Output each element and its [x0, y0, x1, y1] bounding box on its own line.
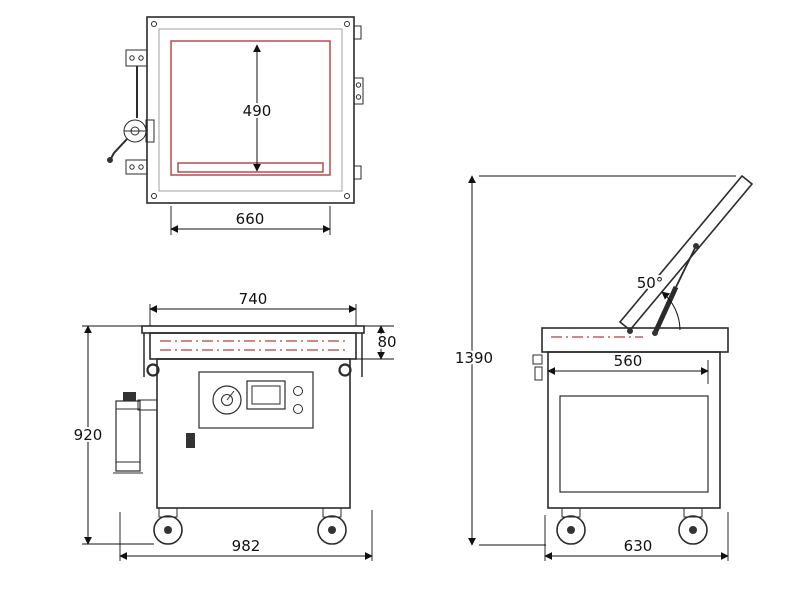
dim-label-inner-depth: 490: [243, 102, 272, 120]
corner-screw: [344, 193, 350, 199]
top-view: 490 660: [107, 16, 364, 235]
dim-label-overall-height: 1390: [455, 349, 493, 367]
dim-label-inner-width: 660: [236, 210, 265, 228]
right-mount-tabs: [353, 25, 364, 180]
side-view: 50° 1390 560 630: [453, 174, 754, 561]
control-panel: [198, 371, 314, 429]
gas-spring-cylinder: [652, 285, 679, 335]
side-casters: [556, 507, 708, 545]
gas-spring: [652, 243, 699, 336]
dim-front-body-height: 920: [72, 325, 154, 545]
pump-filter: [113, 392, 158, 474]
top-inner-frame: [158, 28, 343, 192]
panel-knob: [293, 386, 303, 396]
dim-label-overall-width: 982: [232, 537, 261, 555]
seal-bar: [177, 162, 324, 173]
side-table-slab: [541, 327, 729, 353]
dim-label-body-height: 920: [74, 426, 103, 444]
corner-screw: [151, 193, 157, 199]
side-fittings: [532, 354, 543, 381]
open-lid-panel: [618, 174, 754, 332]
side-access-panel: [559, 395, 709, 493]
valve-assembly: [107, 49, 155, 175]
dim-front-lid-height: 80: [356, 325, 399, 360]
left-lid-eyelet: [146, 363, 160, 377]
caster-wheel: [678, 515, 708, 545]
dim-front-lid-width: 740: [149, 288, 357, 326]
gas-spring-rod: [675, 245, 697, 288]
chamber-seal-outline: [170, 40, 331, 176]
dim-label-lid-width: 740: [239, 290, 268, 308]
caster-wheel: [153, 515, 183, 545]
power-switch: [186, 433, 195, 448]
dim-side-base-depth: 630: [544, 512, 729, 561]
front-view: 740 80 920 982: [72, 288, 399, 561]
panel-knob: [293, 404, 303, 414]
dim-label-lid-height: 80: [377, 333, 396, 351]
dim-lid-angle: 50°: [635, 272, 681, 331]
lid-closed: [149, 332, 357, 360]
caster-wheel: [317, 515, 347, 545]
lid-hinge: [627, 328, 633, 334]
dim-label-base-depth: 630: [624, 537, 653, 555]
corner-screw: [151, 21, 157, 27]
dim-side-chamber-depth: 560: [547, 350, 709, 384]
dim-top-inner-width: 660: [170, 206, 331, 235]
right-lid-eyelet: [338, 363, 352, 377]
dim-top-inner-depth: 490: [241, 44, 273, 172]
dim-side-overall-height: 1390: [453, 175, 736, 546]
gauge-needle: [226, 390, 235, 401]
top-housing: [146, 16, 355, 204]
dim-label-chamber-depth: 560: [614, 352, 643, 370]
cabinet-body: [156, 358, 351, 509]
corner-screw: [344, 21, 350, 27]
caster-wheel: [556, 515, 586, 545]
vacuum-gauge: [212, 385, 242, 415]
tabletop: [141, 325, 365, 334]
dim-label-lid-angle: 50°: [637, 274, 664, 292]
side-cabinet-body: [547, 351, 721, 509]
control-display: [246, 380, 286, 410]
front-casters: [153, 507, 347, 545]
dim-front-overall-width: 982: [119, 510, 373, 561]
lid-open: [618, 174, 754, 334]
